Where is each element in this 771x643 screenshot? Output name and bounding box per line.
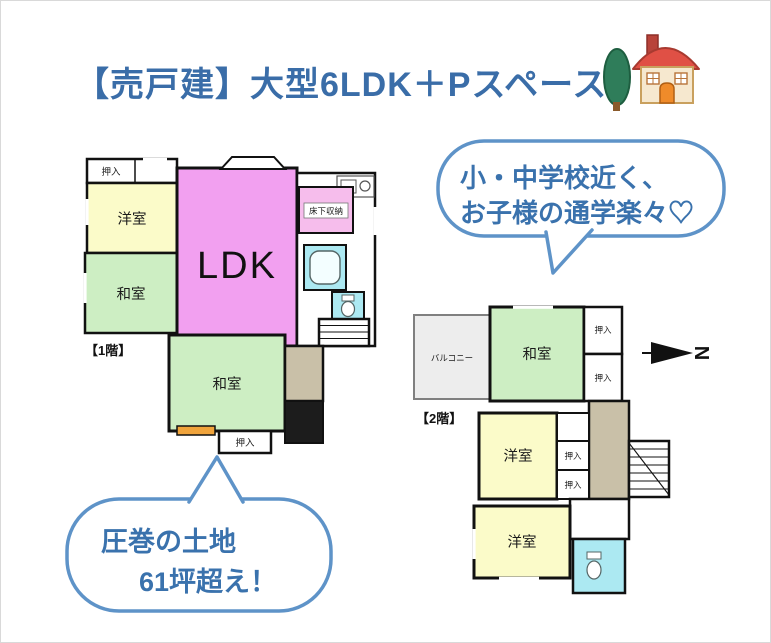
label-western-1f: 洋室 <box>118 211 147 228</box>
window-gaps-2f <box>472 305 553 580</box>
compass-icon: N <box>642 342 712 364</box>
room-closet-c-2f <box>556 440 590 471</box>
label-japanese-a-1f: 和室 <box>117 286 146 303</box>
bubble-school-line1: 小・中学校近く、 <box>460 163 668 193</box>
stairs-1f <box>317 317 371 348</box>
toilet-tank-icon-2f <box>586 551 602 560</box>
accent-strip-1f <box>176 425 216 436</box>
room-closet-b-2f <box>582 352 624 403</box>
entrance-hall-1f <box>283 344 325 403</box>
hallway-2f <box>587 399 631 501</box>
label-closet-d-2f: 押入 <box>564 480 582 490</box>
bubble-school-line2: お子様の通学楽々♡ <box>460 198 694 228</box>
page-title: 【売戸建】大型6LDK＋Pスペース <box>75 66 608 104</box>
bubble-land-line2: 61坪超え！ <box>139 567 277 597</box>
bay-window-1f <box>218 156 288 170</box>
label-closet-top-1f: 押入 <box>101 166 121 178</box>
label-closet-c-2f: 押入 <box>564 451 582 461</box>
caption-floor1: 【1階】 <box>85 343 131 358</box>
label-japanese-b-1f: 和室 <box>213 376 242 393</box>
floorplan-1f: 押入 洋室 和室 LDK 床下収納 和室 押入 【1階】 <box>83 156 377 455</box>
label-closet-b-2f: 押入 <box>594 373 612 383</box>
bubble-tail <box>187 455 245 504</box>
toilet-icon <box>340 300 356 318</box>
room-closet-a-2f <box>582 305 624 356</box>
room-closet-d-2f <box>556 469 590 500</box>
speech-bubble-school: 小・中学校近く、 お子様の通学楽々♡ <box>436 139 726 275</box>
label-balcony-2f: バルコニー <box>431 353 473 363</box>
label-western-a-2f: 洋室 <box>504 448 533 465</box>
toilet-tank-icon <box>341 294 355 302</box>
label-underfloor-storage: 床下収納 <box>309 206 343 216</box>
stairs-2f <box>627 439 671 499</box>
room-japanese-a-1f <box>83 251 179 335</box>
compass-north-label: N <box>690 346 712 360</box>
washroom-2f <box>568 497 631 541</box>
underfloor-label-box <box>303 202 349 219</box>
storage-2f <box>556 412 590 442</box>
bubble-land-line1: 圧巻の土地 <box>101 527 236 557</box>
toilet-icon-2f <box>586 560 602 580</box>
floorplan-2f: バルコニー 和室 押入 押入 洋室 押入 押入 洋室 【2階】 <box>413 305 671 595</box>
label-japanese-2f: 和室 <box>523 346 552 363</box>
caption-floor2: 【2階】 <box>416 411 462 426</box>
tree-icon <box>603 48 631 111</box>
label-ldk: LDK <box>197 245 277 287</box>
label-closet-bottom-1f: 押入 <box>235 437 255 449</box>
label-western-b-2f: 洋室 <box>508 534 537 551</box>
room-closet-bottom-1f <box>217 429 273 455</box>
house-icon <box>632 34 700 104</box>
speech-bubble-land: 圧巻の土地 61坪超え！ <box>65 455 333 613</box>
window-gaps-1f <box>83 157 377 303</box>
room-western-a-2f <box>477 411 559 501</box>
porch-1f <box>284 400 324 444</box>
bubble-tail <box>544 228 594 275</box>
label-closet-a-2f: 押入 <box>594 325 612 335</box>
room-western-1f <box>85 181 179 255</box>
bathtub-icon <box>309 250 341 285</box>
